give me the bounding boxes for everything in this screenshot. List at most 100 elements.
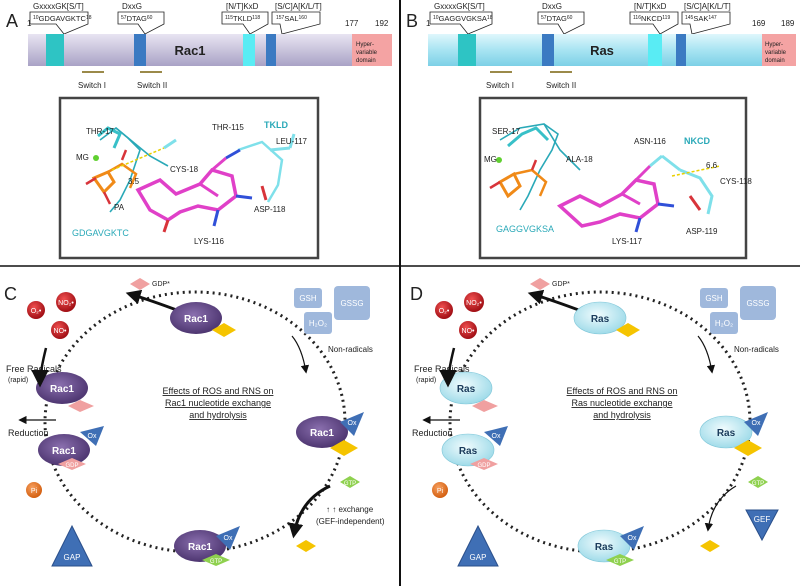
ox-label: Ox bbox=[492, 433, 501, 440]
struct-label-ala18: ALA-18 bbox=[566, 155, 593, 164]
seq-pre: 115 bbox=[225, 15, 233, 21]
struct-label-mg: MG bbox=[76, 153, 89, 162]
panel-a: A 1 177 192 GxxxxGK[S/T] 10GDGAVGKTC18 D… bbox=[6, 2, 392, 260]
nonradical-arrow bbox=[291, 335, 310, 374]
gtp-incoming-label: GTP bbox=[344, 481, 356, 487]
motif-sequence: DTAG bbox=[127, 14, 147, 23]
struct-label-tkld: TKLD bbox=[264, 120, 288, 130]
position-start: 1 bbox=[426, 19, 431, 28]
panel-letter-b: B bbox=[406, 11, 418, 31]
seq-post: 118 bbox=[252, 15, 260, 21]
hypervariable-line-2: variable bbox=[765, 50, 787, 56]
no2-label: NO₂• bbox=[58, 300, 74, 307]
svg-text:10GAGGVGKSA18: 10GAGGVGKSA18 bbox=[433, 14, 493, 23]
svg-text:157SAL160: 157SAL160 bbox=[276, 14, 307, 23]
struct-label-distance: 3.5 bbox=[128, 177, 140, 186]
seq-post: 60 bbox=[567, 15, 573, 21]
no-radical-icon bbox=[459, 321, 477, 339]
gdp-star-label: GDP* bbox=[552, 281, 570, 288]
gssg-box bbox=[334, 286, 370, 320]
node-label: Ras bbox=[457, 384, 476, 395]
gssg-label: GSSG bbox=[746, 299, 769, 308]
struct-label-lys117: LYS-117 bbox=[612, 237, 642, 246]
gsh-label: GSH bbox=[705, 294, 723, 303]
node-label: Ras bbox=[717, 428, 736, 439]
no-label: NO• bbox=[54, 328, 68, 335]
non-radicals-label: Non-radicals bbox=[734, 345, 779, 354]
seq-post: 18 bbox=[86, 15, 92, 21]
position-b: 189 bbox=[781, 19, 795, 28]
gsh-label: GSH bbox=[299, 294, 317, 303]
struct-label-ser17: SER-17 bbox=[492, 127, 521, 136]
motif-callout-4: [S/C]A[K/L/T] 157SAL160 bbox=[271, 2, 322, 35]
hypervariable-line-2: variable bbox=[356, 50, 378, 56]
cycle-title-line-2: Rac1 nucleotide exchange bbox=[165, 398, 271, 408]
panel-c: C O₂• NO₂• NO• Free Radicals (rapid) GSH… bbox=[4, 278, 385, 567]
gap-label: GAP bbox=[64, 553, 81, 562]
ox-label: Ox bbox=[752, 420, 761, 427]
cycle-title-line-1: Effects of ROS and RNS on bbox=[567, 386, 678, 396]
seq-post: 147 bbox=[708, 15, 717, 21]
ox-label: Ox bbox=[348, 420, 357, 427]
seq-pre: 10 bbox=[433, 15, 439, 21]
hypervariable-line-1: Hyper- bbox=[356, 42, 374, 48]
panel-d: D O₂• NO₂• NO• Free Radicals (rapid) GSH… bbox=[410, 278, 779, 567]
gtp-label: GTP bbox=[210, 559, 222, 565]
motif-block-nkxd bbox=[243, 34, 255, 66]
exchange-line-2: (GEF-independent) bbox=[316, 517, 385, 526]
pi-icon bbox=[432, 482, 448, 498]
protein-name: Ras bbox=[590, 43, 614, 58]
seq-post: 119 bbox=[662, 15, 670, 21]
motif-block-dxxg bbox=[542, 34, 554, 66]
gsh-box bbox=[294, 288, 322, 308]
seq-pre: 145 bbox=[685, 15, 694, 21]
motif-sequence: SAL bbox=[284, 14, 298, 23]
exchange-line-1: ↑ ↑ exchange bbox=[326, 505, 374, 514]
no-label: NO• bbox=[462, 328, 476, 335]
gef-label: GEF bbox=[754, 515, 771, 524]
gsh-box bbox=[700, 288, 728, 308]
position-start: 1 bbox=[27, 19, 32, 28]
ox-label: Ox bbox=[628, 535, 637, 542]
svg-text:57DTAG60: 57DTAG60 bbox=[541, 14, 573, 23]
seq-post: 160 bbox=[299, 15, 308, 21]
hypervariable-line-3: domain bbox=[765, 58, 785, 64]
gap-label: GAP bbox=[470, 553, 487, 562]
motif-sequence: NKCD bbox=[641, 14, 663, 23]
struct-label-pa: PA bbox=[114, 203, 125, 212]
gssg-label: GSSG bbox=[340, 299, 363, 308]
rapid-label: (rapid) bbox=[8, 377, 28, 384]
motif-block-sak bbox=[676, 34, 686, 66]
gdp-star-label: GDP* bbox=[152, 281, 170, 288]
gap-icon bbox=[457, 524, 499, 567]
gssg-box bbox=[740, 286, 776, 320]
reduction-label: Reduction bbox=[412, 428, 453, 438]
rapid-label: (rapid) bbox=[416, 377, 436, 384]
motif-header: DxxG bbox=[122, 2, 142, 11]
motif-callout-1: GxxxxGK[S/T] 10GDGAVGKTC18 bbox=[29, 2, 92, 35]
motif-callout-4: [S/C]A[K/L/T] 145SAK147 bbox=[681, 2, 731, 35]
seq-pre: 57 bbox=[121, 15, 127, 21]
o2-label: O₂• bbox=[439, 308, 450, 315]
o2-label: O₂• bbox=[31, 308, 42, 315]
no2-label: NO₂• bbox=[466, 300, 482, 307]
gtp-label: GTP bbox=[614, 559, 626, 565]
switch2-label: Switch II bbox=[137, 81, 167, 90]
hypervariable-domain bbox=[352, 34, 392, 66]
node-right: Ox Rac1 bbox=[296, 412, 364, 456]
panel-letter-d: D bbox=[410, 284, 423, 304]
non-radicals-label: Non-radicals bbox=[328, 345, 373, 354]
struct-label-nkcd: NKCD bbox=[684, 136, 710, 146]
node-label: Rac1 bbox=[50, 384, 74, 395]
seq-pre: 10 bbox=[33, 15, 39, 21]
motif-sequence: SAK bbox=[693, 14, 708, 23]
hypervariable-line-3: domain bbox=[356, 58, 376, 64]
free-radicals-label: Free Radicals bbox=[414, 364, 470, 374]
svg-text:57DTAG60: 57DTAG60 bbox=[121, 14, 153, 23]
switch1-label: Switch I bbox=[486, 81, 514, 90]
no-radical-icon bbox=[51, 321, 69, 339]
node-left-upper: Rac1 bbox=[36, 372, 94, 412]
motif-header: DxxG bbox=[542, 2, 562, 11]
seq-post: 60 bbox=[147, 15, 153, 21]
motif-callout-1: GxxxxGK[S/T] 10GAGGVGKSA18 bbox=[429, 2, 493, 35]
